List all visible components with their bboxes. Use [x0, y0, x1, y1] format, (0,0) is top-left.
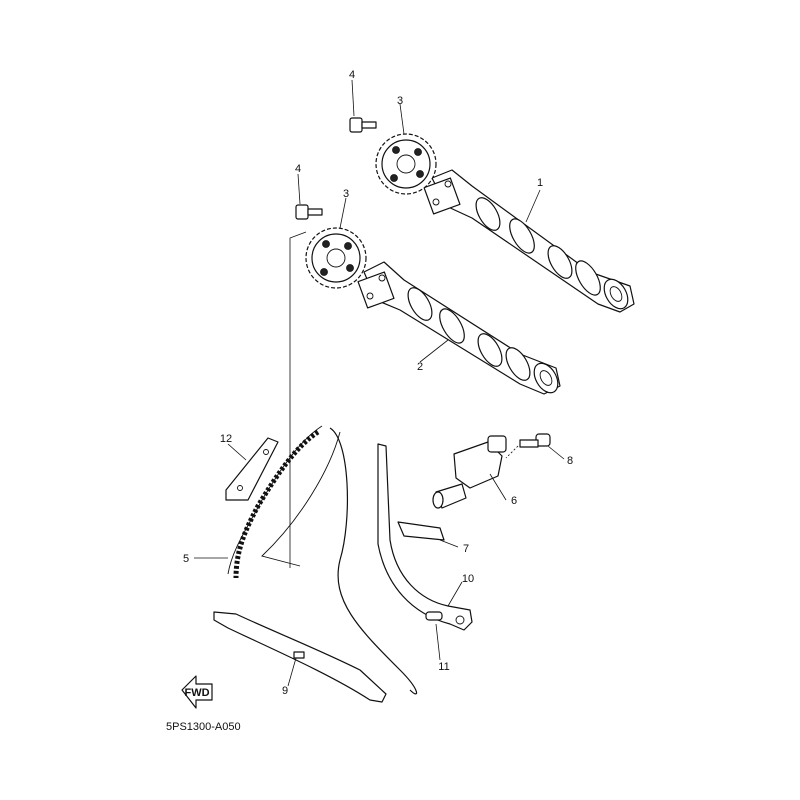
sprocket-bolt-upper[interactable]: [349, 117, 377, 133]
chain-guide-top[interactable]: [225, 437, 279, 501]
tensioner-guide[interactable]: [377, 443, 473, 631]
sprocket-bolt-lower[interactable]: [295, 204, 323, 220]
callout-4-lower: 4: [295, 163, 301, 175]
callout-7: 7: [463, 543, 469, 555]
callout-6: 6: [511, 495, 517, 507]
cam-sprocket-lower[interactable]: [305, 227, 367, 289]
callout-10: 10: [462, 573, 474, 585]
cam-sprocket-upper[interactable]: [375, 133, 437, 195]
guide-pin[interactable]: [425, 611, 443, 621]
chain-guide-bottom[interactable]: [213, 611, 387, 703]
callout-5: 5: [183, 553, 189, 565]
callout-2: 2: [417, 361, 423, 373]
callout-3-upper: 3: [397, 95, 403, 107]
tensioner-gasket[interactable]: [397, 521, 445, 541]
cam-chain[interactable]: [227, 425, 418, 695]
fwd-label: FWD: [184, 687, 209, 699]
reference-line: [289, 231, 307, 568]
callout-1: 1: [537, 177, 543, 189]
callout-3-lower: 3: [343, 188, 349, 200]
callout-4-upper: 4: [349, 69, 355, 81]
tensioner-bolt[interactable]: [505, 433, 551, 459]
diagram-code: 5PS1300-A050: [166, 721, 241, 733]
chain-tensioner[interactable]: [432, 435, 507, 509]
callout-11: 11: [438, 661, 449, 673]
leader-lines: [194, 79, 565, 687]
camshaft-upper[interactable]: [423, 169, 635, 313]
callout-12: 12: [220, 433, 232, 445]
camshaft-lower[interactable]: [357, 261, 563, 397]
forward-arrow: FWD: [181, 675, 213, 709]
callout-8: 8: [567, 455, 573, 467]
callout-9: 9: [282, 685, 288, 697]
